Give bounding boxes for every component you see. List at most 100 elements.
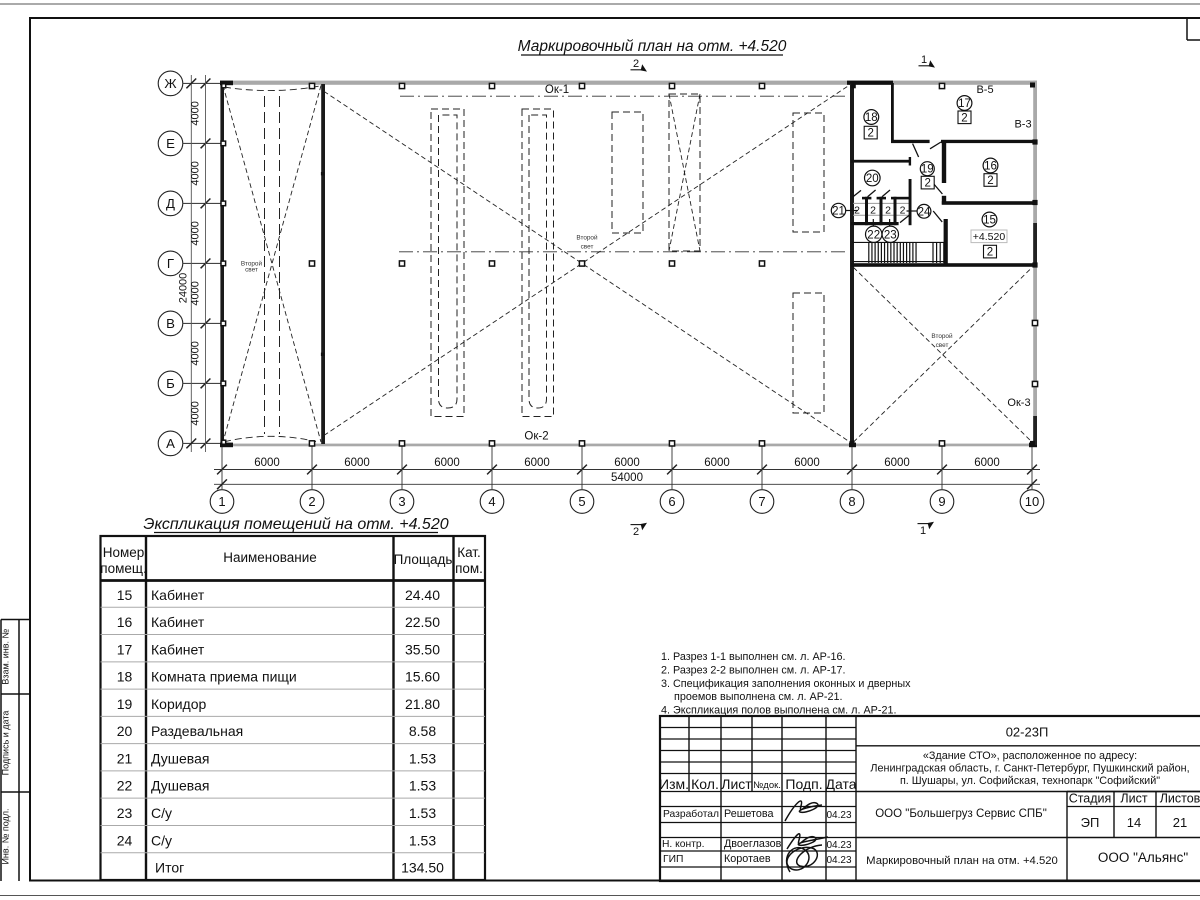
svg-text:2: 2: [987, 247, 993, 259]
svg-text:6000: 6000: [434, 457, 460, 469]
svg-text:Двоеглазов: Двоеглазов: [724, 838, 782, 850]
svg-text:ГИП: ГИП: [663, 854, 683, 865]
svg-text:17: 17: [958, 98, 971, 110]
svg-text:6000: 6000: [524, 457, 550, 469]
svg-text:4000: 4000: [190, 161, 202, 185]
svg-text:Ок-1: Ок-1: [545, 84, 569, 96]
svg-text:35.50: 35.50: [405, 641, 440, 657]
svg-text:Е: Е: [166, 136, 175, 151]
svg-text:Стадия: Стадия: [1069, 792, 1112, 806]
svg-text:2: 2: [633, 526, 639, 538]
svg-text:пом.: пом.: [455, 561, 483, 576]
svg-text:А: А: [166, 436, 175, 451]
svg-text:помещ.: помещ.: [100, 561, 146, 576]
svg-text:Разработал: Разработал: [663, 808, 719, 820]
svg-text:15: 15: [117, 587, 133, 603]
svg-text:Второй: Второй: [576, 234, 598, 242]
svg-text:2: 2: [924, 178, 930, 190]
svg-text:1. Разрез 1-1 выполнен см. л.: 1. Разрез 1-1 выполнен см. л. АР-16.: [661, 651, 845, 663]
svg-text:Ок-2: Ок-2: [524, 431, 548, 443]
svg-text:15.60: 15.60: [405, 669, 440, 685]
svg-text:Номер: Номер: [103, 545, 145, 560]
svg-text:4000: 4000: [190, 401, 202, 425]
svg-text:04.23: 04.23: [826, 855, 851, 866]
svg-text:Кол.: Кол.: [691, 776, 719, 792]
svg-text:4. Экспликация полов выполнена: 4. Экспликация полов выполнена см. л. АР…: [661, 705, 896, 717]
svg-text:1.53: 1.53: [409, 778, 436, 794]
svg-text:Н. контр.: Н. контр.: [662, 839, 705, 850]
svg-text:«Здание СТО», расположенное по: «Здание СТО», расположенное по адресу:: [923, 750, 1137, 762]
svg-text:Кат.: Кат.: [457, 545, 481, 560]
svg-text:8.58: 8.58: [409, 723, 436, 739]
svg-text:24.40: 24.40: [405, 587, 440, 603]
svg-text:19: 19: [921, 164, 934, 176]
svg-text:2: 2: [633, 58, 639, 70]
svg-text:свет: свет: [245, 267, 258, 274]
svg-text:+4.520: +4.520: [973, 231, 1006, 243]
svg-text:Наименование: Наименование: [223, 550, 317, 565]
svg-text:Коротаев: Коротаев: [724, 853, 771, 865]
svg-text:п. Шушары, ул. Софийская, техн: п. Шушары, ул. Софийская, технопарк "Соф…: [900, 775, 1160, 787]
svg-text:ЭП: ЭП: [1081, 815, 1100, 830]
svg-text:свет: свет: [936, 342, 949, 349]
svg-text:2: 2: [987, 175, 993, 187]
svg-text:2: 2: [870, 205, 876, 217]
svg-text:Подпись и дата: Подпись и дата: [1, 711, 11, 776]
svg-text:1: 1: [920, 525, 926, 537]
svg-text:Экспликация помещений на отм.: Экспликация помещений на отм. +4.520: [143, 516, 448, 533]
svg-text:21.80: 21.80: [405, 696, 440, 712]
svg-text:16: 16: [984, 161, 997, 173]
svg-text:Душевая: Душевая: [151, 778, 209, 794]
svg-text:4000: 4000: [190, 281, 202, 305]
svg-text:ООО "Большегруз Сервис СПБ": ООО "Большегруз Сервис СПБ": [875, 808, 1047, 820]
svg-text:17: 17: [117, 641, 133, 657]
svg-text:1.53: 1.53: [409, 805, 436, 821]
svg-text:Ок-3: Ок-3: [1007, 397, 1030, 409]
svg-text:19: 19: [117, 696, 133, 712]
svg-text:Д: Д: [166, 196, 175, 211]
svg-text:Взам. инв. №: Взам. инв. №: [1, 629, 11, 685]
svg-text:5: 5: [578, 494, 585, 509]
svg-text:20: 20: [117, 723, 133, 739]
svg-text:4000: 4000: [190, 101, 202, 125]
svg-text:6000: 6000: [884, 457, 910, 469]
svg-text:№док.: №док.: [753, 780, 781, 791]
svg-text:16: 16: [117, 614, 133, 630]
svg-text:24: 24: [117, 832, 133, 848]
svg-text:В-5: В-5: [976, 84, 993, 96]
svg-text:21: 21: [1173, 815, 1187, 830]
svg-text:04.23: 04.23: [826, 810, 851, 821]
svg-text:проемов выполнена см. л. АР-21: проемов выполнена см. л. АР-21.: [674, 691, 843, 703]
svg-text:свет: свет: [581, 244, 594, 251]
svg-text:Г: Г: [167, 256, 174, 271]
svg-text:21: 21: [832, 206, 845, 218]
svg-text:6000: 6000: [794, 457, 820, 469]
svg-text:Инв. № подл.: Инв. № подл.: [1, 808, 11, 864]
svg-text:С/у: С/у: [151, 805, 172, 821]
svg-text:Дата: Дата: [825, 776, 856, 792]
svg-text:6000: 6000: [974, 457, 1000, 469]
svg-text:Подп.: Подп.: [785, 776, 822, 792]
svg-text:21: 21: [117, 750, 133, 766]
svg-text:24: 24: [918, 206, 931, 218]
svg-text:4000: 4000: [190, 341, 202, 365]
svg-text:2: 2: [867, 128, 873, 140]
svg-text:23: 23: [117, 805, 133, 821]
svg-text:Ленинградская область, г. Санк: Ленинградская область, г. Санкт-Петербур…: [870, 763, 1189, 775]
svg-text:2. Разрез 2-2 выполнен см. л.: 2. Разрез 2-2 выполнен см. л. АР-17.: [661, 664, 845, 676]
svg-text:В-3: В-3: [1014, 119, 1031, 131]
svg-text:10: 10: [1025, 494, 1039, 509]
svg-text:Изм.: Изм.: [659, 776, 689, 792]
svg-text:Ж: Ж: [164, 76, 176, 91]
svg-text:2: 2: [308, 494, 315, 509]
svg-text:Итог: Итог: [155, 860, 184, 876]
svg-text:Маркировочный план на отм. +4.: Маркировочный план на отм. +4.520: [518, 38, 787, 55]
svg-text:Лист: Лист: [721, 776, 752, 792]
svg-text:Площадь: Площадь: [394, 552, 453, 567]
svg-text:С/у: С/у: [151, 832, 172, 848]
svg-text:6000: 6000: [254, 457, 280, 469]
svg-text:3. Спецификация заполнения око: 3. Спецификация заполнения оконных и две…: [661, 678, 911, 690]
svg-text:02-23П: 02-23П: [1006, 725, 1049, 740]
svg-text:04.23: 04.23: [826, 840, 851, 851]
svg-text:24000: 24000: [178, 273, 190, 304]
